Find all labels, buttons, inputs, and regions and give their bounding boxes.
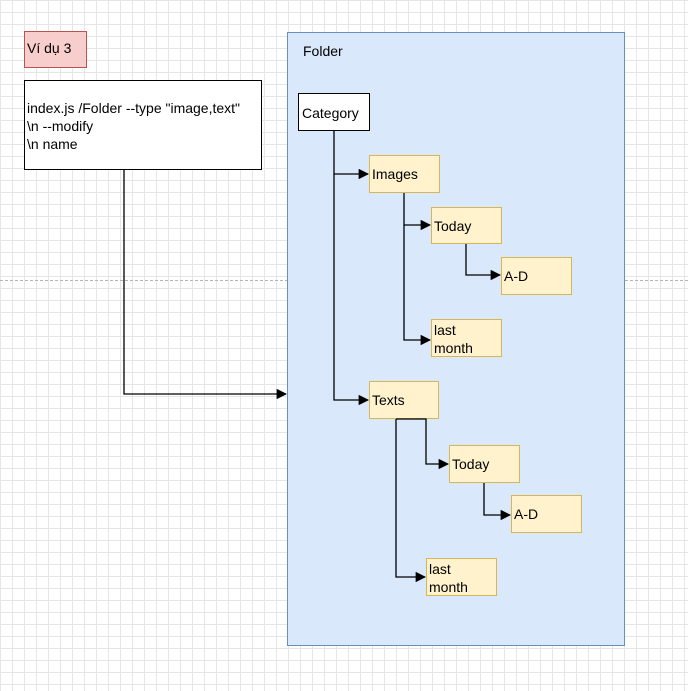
category-label: Category bbox=[302, 105, 359, 121]
images-today-to-a-d-connector bbox=[465, 244, 502, 281]
texts-to-last-month-connector bbox=[395, 419, 427, 583]
texts-to-today-connector bbox=[396, 418, 450, 470]
category-to-images-connector bbox=[333, 131, 370, 180]
example-tag[interactable]: Ví dụ 3 bbox=[24, 31, 87, 68]
texts-today-label: Today bbox=[452, 456, 490, 472]
images-node[interactable]: Images bbox=[369, 155, 440, 193]
texts-today-node[interactable]: Today bbox=[449, 445, 520, 483]
images-to-last-month-connector bbox=[403, 225, 432, 346]
images-last-month-line: month bbox=[434, 340, 473, 356]
images-last-month-node[interactable]: last month bbox=[431, 319, 502, 357]
command-line: index.js /Folder --type "image,text" bbox=[27, 100, 241, 116]
command-to-folder-connector bbox=[123, 170, 288, 400]
images-label: Images bbox=[372, 166, 418, 182]
images-today-label: Today bbox=[434, 217, 472, 234]
category-to-texts-connector bbox=[333, 174, 370, 406]
texts-node[interactable]: Texts bbox=[369, 381, 439, 419]
texts-last-month-line: last bbox=[429, 561, 451, 577]
images-to-today-connector bbox=[403, 193, 432, 231]
images-last-month-line: last bbox=[434, 322, 456, 338]
texts-last-month-node[interactable]: last month bbox=[426, 558, 497, 596]
texts-a-d-node[interactable]: A-D bbox=[511, 495, 582, 533]
category-node[interactable]: Category bbox=[298, 93, 370, 131]
command-line: \n name bbox=[27, 136, 78, 152]
images-today-node[interactable]: Today bbox=[431, 207, 502, 244]
folder-label: Folder bbox=[303, 43, 343, 59]
texts-last-month-line: month bbox=[429, 579, 468, 595]
texts-a-d-label: A-D bbox=[514, 506, 539, 522]
command-box[interactable]: index.js /Folder --type "image,text" \n … bbox=[24, 80, 262, 170]
images-a-d-label: A-D bbox=[504, 268, 529, 284]
command-line: \n --modify bbox=[27, 118, 94, 134]
example-tag-label: Ví dụ 3 bbox=[27, 40, 72, 56]
texts-label: Texts bbox=[372, 392, 405, 408]
images-a-d-node[interactable]: A-D bbox=[501, 257, 572, 295]
texts-today-to-a-d-connector bbox=[483, 483, 512, 521]
